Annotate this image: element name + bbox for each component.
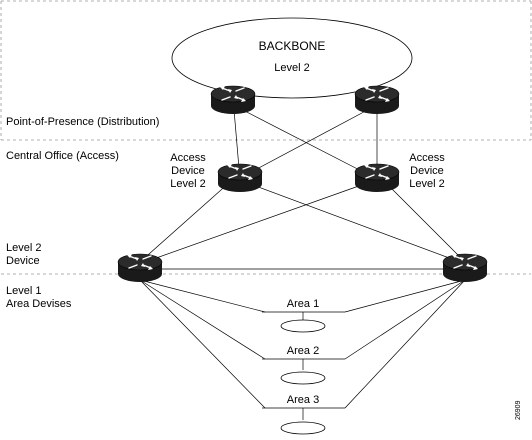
zone-label-pop: Point-of-Presence (Distribution) [6,116,160,128]
area-3-label: Area 3 [286,394,320,406]
access-device-left-label: Access Device Level 2 [170,152,206,190]
router-icon-pop-right [354,85,400,115]
connection-lines [139,97,466,420]
router-icon-level2-left [117,253,163,283]
level1-devices-label: Level 1 Area Devises [6,285,72,310]
access-device-right-label: Access Device Level 2 [409,152,445,190]
router-icon-pop-left [210,85,256,115]
router-icon-access-left [217,163,263,193]
area-2-label: Area 2 [286,345,320,357]
area-1-segment [280,319,326,333]
zone-borders [0,0,532,275]
router-icon-access-right [354,163,400,193]
zone-label-central-office: Central Office (Access) [6,150,119,162]
router-icon-level2-right [442,253,488,283]
figure-id: 26909 [515,400,522,420]
backbone-cloud [171,17,413,99]
backbone-level: Level 2 [274,62,310,74]
backbone-title: BACKBONE [258,39,326,53]
area-3-segment [280,421,326,435]
level2-device-label: Level 2 Device [6,242,42,267]
area-2-segment [280,371,326,385]
area-1-label: Area 1 [286,298,320,310]
